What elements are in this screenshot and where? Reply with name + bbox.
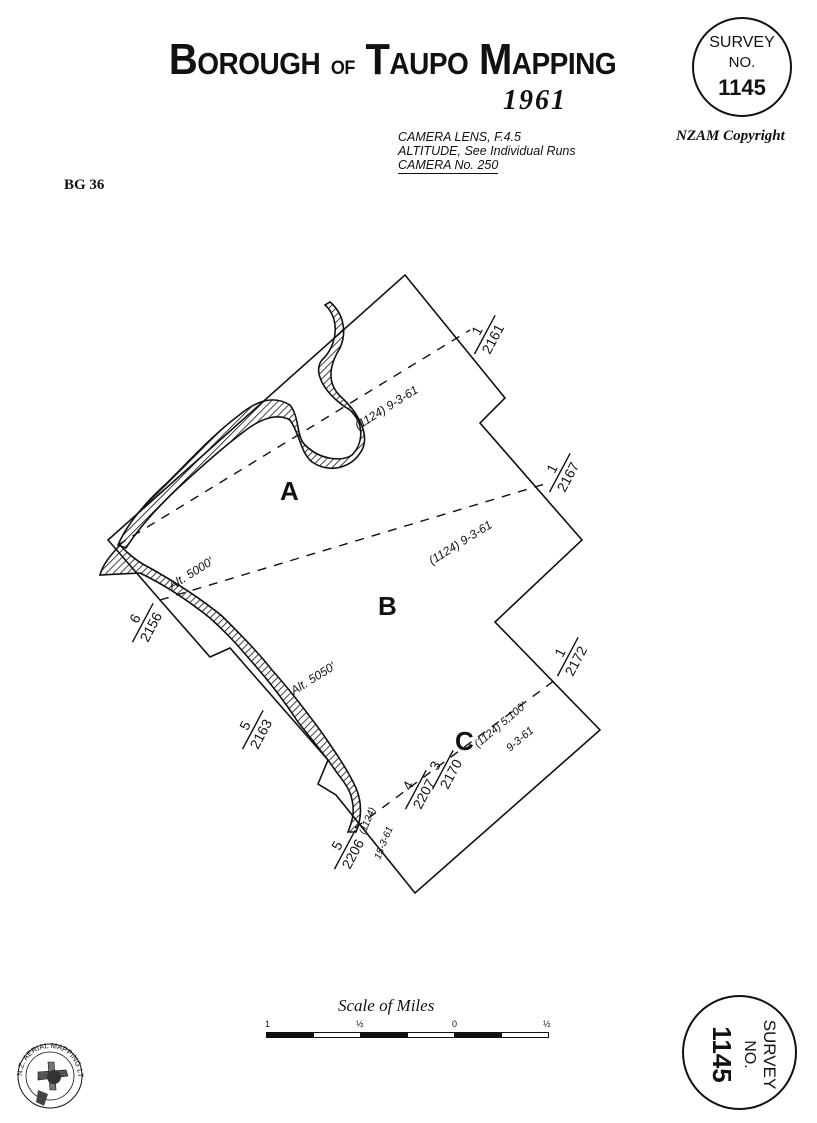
svg-text:1: 1 xyxy=(468,323,486,338)
map-year: 1961 xyxy=(503,85,567,116)
scale-bar xyxy=(266,1032,549,1038)
run-line-b xyxy=(159,482,549,601)
lake-shore-west xyxy=(98,543,362,833)
photo-label-4: 6 2156 xyxy=(126,602,165,644)
svg-text:1: 1 xyxy=(551,645,569,660)
company-logo: N.Z. AERIAL MAPPING LTD. xyxy=(8,1032,85,1109)
sheet-id: BG 36 xyxy=(64,177,105,193)
svg-text:2207: 2207 xyxy=(409,776,438,811)
map-title: BOROUGH OF TAUPO MAPPING xyxy=(168,36,617,84)
photo-label-2: 1 2167 xyxy=(543,452,582,494)
run-c-date: 9-3-61 xyxy=(504,725,536,755)
svg-text:4: 4 xyxy=(399,778,417,793)
svg-text:2163: 2163 xyxy=(246,716,275,751)
survey-seal-bottom: SURVEY NO. 1145 xyxy=(682,995,797,1110)
scale-tick-half-right: ½ xyxy=(543,1019,551,1029)
photo-label-3: 1 2172 xyxy=(551,636,590,678)
run-letter-b: B xyxy=(378,591,397,621)
run-a-note: (1124) 9-3-61 xyxy=(352,383,420,433)
scale-tick-1: 1 xyxy=(265,1019,271,1029)
run-b-note: (1124) 9-3-61 xyxy=(426,518,494,568)
svg-text:6: 6 xyxy=(126,611,144,626)
lake-shore-north xyxy=(116,301,366,549)
scale-title: Scale of Miles xyxy=(338,996,435,1015)
survey-number-bottom: 1145 xyxy=(707,1026,737,1083)
survey-seal-top: SURVEY NO. 1145 xyxy=(692,17,792,117)
scale-tick-0: 0 xyxy=(452,1019,458,1029)
svg-text:2170: 2170 xyxy=(436,756,465,791)
camera-lens: CAMERA LENS, F.4.5 xyxy=(398,130,521,144)
extra-run-date: 15-3-61 xyxy=(373,825,396,861)
survey-boundary xyxy=(106,273,602,895)
svg-text:3: 3 xyxy=(426,758,444,773)
svg-text:2161: 2161 xyxy=(478,321,507,356)
run-letter-a: A xyxy=(280,476,299,506)
photo-label-1: 1 2161 xyxy=(468,314,507,356)
survey-number: 1145 xyxy=(718,75,766,100)
run-line-a xyxy=(117,329,471,546)
photo-label-5: 5 2163 xyxy=(236,709,275,751)
svg-text:2156: 2156 xyxy=(136,609,165,644)
scale-tick-half-left: ½ xyxy=(356,1019,364,1029)
run-line-c xyxy=(354,679,556,829)
svg-text:2172: 2172 xyxy=(561,643,590,678)
svg-text:1: 1 xyxy=(543,461,561,476)
svg-text:5: 5 xyxy=(236,718,254,733)
svg-text:5: 5 xyxy=(328,838,346,853)
run-a-altitude: Alt. 5000' xyxy=(165,554,216,593)
svg-text:2167: 2167 xyxy=(553,459,582,494)
run-b-altitude: Alt. 5050' xyxy=(287,659,338,698)
camera-altitude: ALTITUDE, See Individual Runs xyxy=(398,144,576,158)
svg-text:2206: 2206 xyxy=(338,836,367,871)
camera-number: CAMERA No. 250 xyxy=(398,158,499,174)
photo-label-7: 4 2207 xyxy=(399,769,438,811)
run-letter-c: C xyxy=(455,726,474,756)
camera-info: CAMERA LENS, F.4.5 ALTITUDE, See Individ… xyxy=(398,130,576,174)
copyright-notice: NZAM Copyright xyxy=(676,128,785,144)
